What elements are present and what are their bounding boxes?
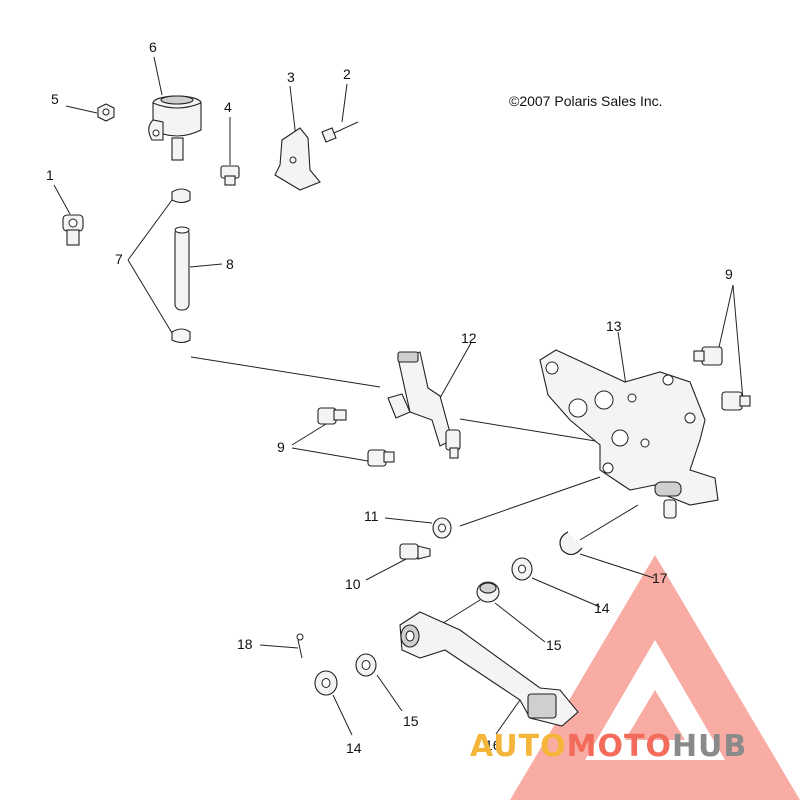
copyright-text: ©2007 Polaris Sales Inc. bbox=[509, 93, 663, 109]
callout-12: 12 bbox=[461, 330, 477, 346]
callout-8: 8 bbox=[226, 256, 234, 272]
part-18-cotter-pin bbox=[296, 633, 304, 659]
part-3-bracket bbox=[274, 127, 321, 191]
part-7-clamp-bottom bbox=[171, 328, 191, 344]
watermark-triangle-core bbox=[625, 690, 685, 740]
part-12-master-cylinder bbox=[387, 351, 461, 459]
callout-16: 16 bbox=[485, 737, 501, 753]
part-7-clamp-top bbox=[171, 188, 191, 204]
watermark-auto: AUTO bbox=[470, 729, 567, 764]
part-5-nut bbox=[97, 103, 115, 122]
callout-1: 1 bbox=[46, 167, 54, 183]
callout-18: 18 bbox=[237, 636, 253, 652]
leader-lines bbox=[53, 56, 744, 736]
part-6-reservoir bbox=[148, 95, 202, 161]
part-9-bolt-upper-left bbox=[317, 407, 347, 425]
part-15-bushing-lower bbox=[355, 653, 377, 677]
callout-11: 11 bbox=[364, 508, 379, 524]
part-8-hose bbox=[174, 226, 190, 311]
part-16-pedal-arm bbox=[399, 611, 579, 727]
callout-13: 13 bbox=[606, 318, 622, 334]
part-9-bolt-upper-right bbox=[693, 346, 723, 366]
part-4-bolt bbox=[220, 165, 240, 186]
callout-3: 3 bbox=[287, 69, 295, 85]
part-9-bolt-lower-right bbox=[721, 391, 751, 411]
watermark-hub: HUB bbox=[672, 729, 747, 764]
callout-17: 17 bbox=[652, 570, 668, 586]
callout-10: 10 bbox=[345, 576, 361, 592]
part-14-washer-lower bbox=[314, 670, 338, 696]
callout-7: 7 bbox=[115, 251, 123, 267]
part-14-washer-upper bbox=[511, 557, 533, 581]
part-13-mounting-plate bbox=[539, 349, 719, 519]
watermark-text: AUTOMOTOHUB bbox=[470, 729, 747, 764]
part-11-washer bbox=[432, 517, 452, 539]
callout-2: 2 bbox=[343, 66, 351, 82]
callout-5: 5 bbox=[51, 91, 59, 107]
callout-15-lower: 15 bbox=[403, 713, 419, 729]
callout-4: 4 bbox=[224, 99, 232, 115]
callout-9-right: 9 bbox=[725, 266, 733, 282]
part-15-bushing-upper bbox=[476, 581, 500, 603]
part-9-bolt-lower-left bbox=[367, 449, 395, 467]
callout-15-upper: 15 bbox=[546, 637, 562, 653]
watermark-logo bbox=[510, 555, 800, 800]
callout-6: 6 bbox=[149, 39, 157, 55]
part-10-bolt bbox=[399, 543, 431, 560]
watermark-moto: MOTO bbox=[567, 729, 672, 764]
callout-14-lower: 14 bbox=[346, 740, 362, 756]
callout-14-upper: 14 bbox=[594, 600, 610, 616]
part-1-fitting bbox=[62, 214, 84, 246]
part-17-clip bbox=[559, 531, 583, 556]
callout-labels: 5 6 4 3 2 1 7 8 9 9 12 13 11 10 17 14 15… bbox=[46, 39, 733, 756]
callout-9-left: 9 bbox=[277, 439, 285, 455]
part-2-pin bbox=[321, 121, 359, 143]
